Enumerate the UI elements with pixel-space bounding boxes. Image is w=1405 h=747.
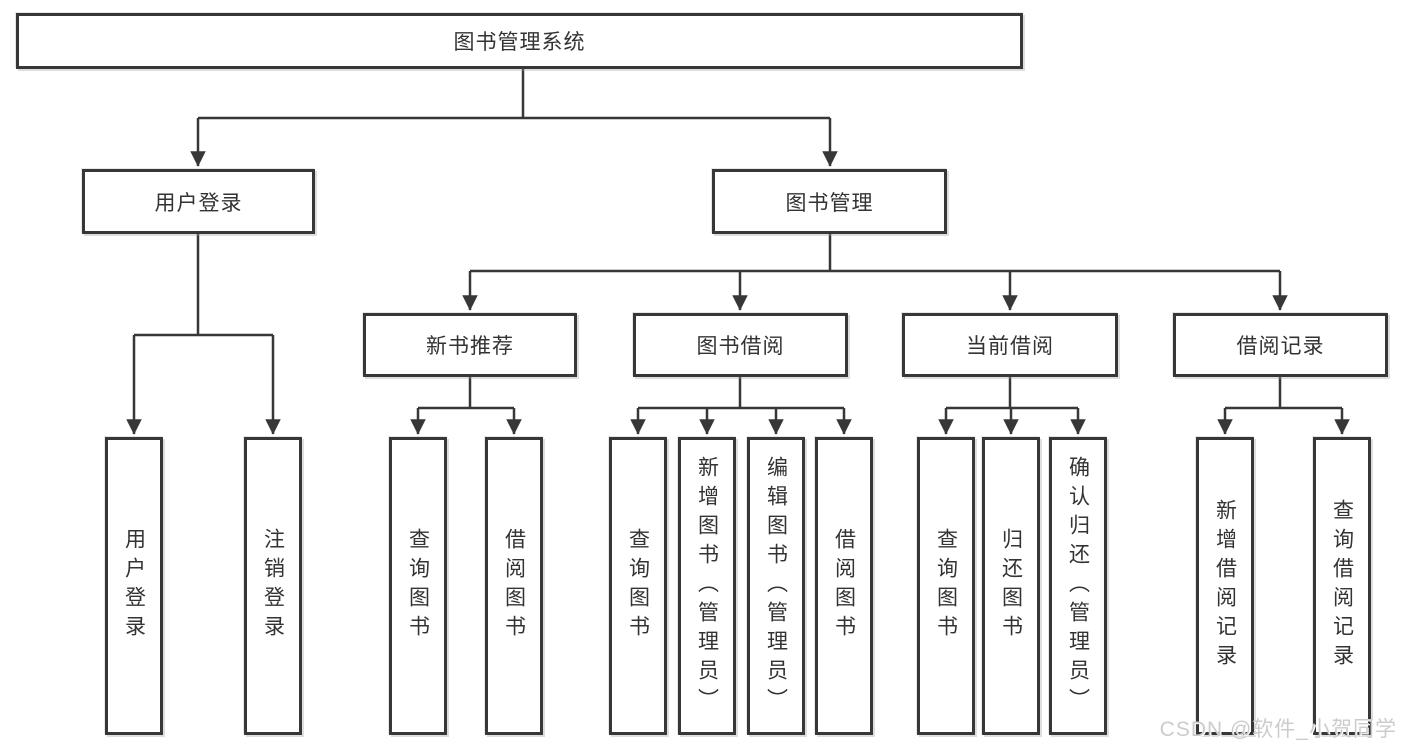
leaf-query-borrow-record: 查询借阅记录 <box>1313 437 1371 735</box>
leaf-query-books-recommend: 查询图书 <box>389 437 447 735</box>
leaf-return-books: 归还图书 <box>982 437 1040 735</box>
leaf-logout: 注销登录 <box>244 437 302 735</box>
leaf-confirm-return-admin: 确认归还（管理员） <box>1049 437 1107 735</box>
node-book-borrow: 图书借阅 <box>633 313 848 377</box>
leaf-borrow-books-recommend: 借阅图书 <box>485 437 543 735</box>
leaf-edit-book-admin: 编辑图书（管理员） <box>747 437 805 735</box>
node-user-login: 用户登录 <box>82 169 315 234</box>
node-current-borrow: 当前借阅 <box>902 313 1118 377</box>
node-book-management: 图书管理 <box>712 169 947 234</box>
leaf-user-login: 用户登录 <box>105 437 163 735</box>
leaf-borrow-books: 借阅图书 <box>815 437 873 735</box>
node-new-book-recommend: 新书推荐 <box>363 313 577 377</box>
leaf-query-books-current: 查询图书 <box>917 437 975 735</box>
node-borrow-records: 借阅记录 <box>1173 313 1388 377</box>
node-library-management-system: 图书管理系统 <box>16 13 1023 69</box>
watermark: CSDN @软件_小贺同学 <box>1159 718 1397 741</box>
leaf-query-books-borrow: 查询图书 <box>609 437 667 735</box>
leaf-add-book-admin: 新增图书（管理员） <box>678 437 736 735</box>
leaf-add-borrow-record: 新增借阅记录 <box>1196 437 1254 735</box>
